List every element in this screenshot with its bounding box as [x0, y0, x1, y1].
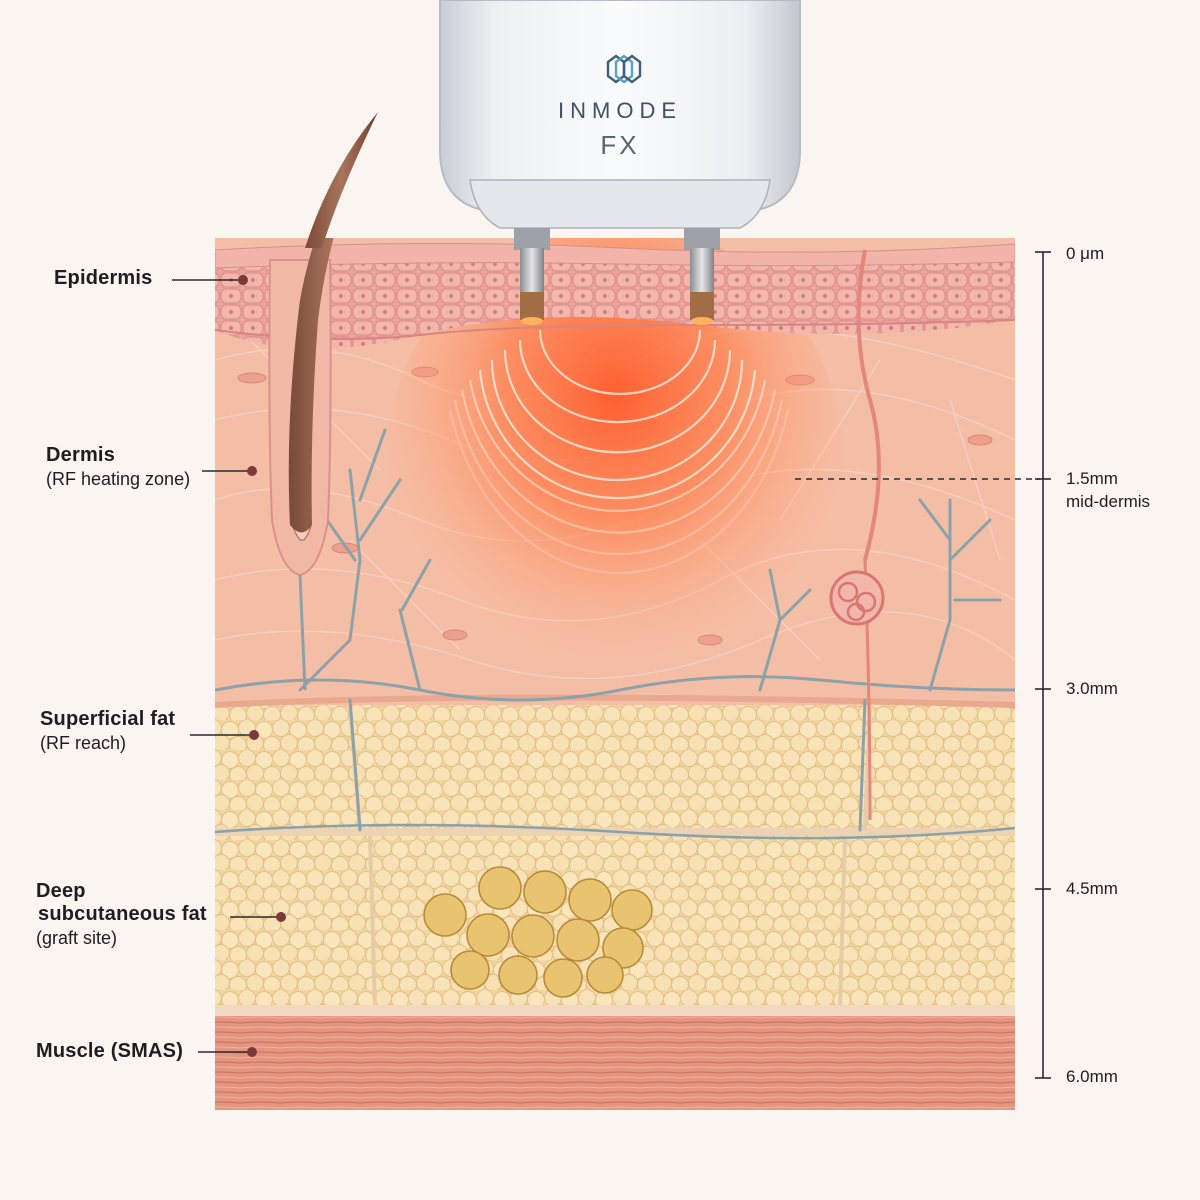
hair-tip	[305, 112, 378, 248]
stratum-corneum	[215, 242, 1015, 269]
depth-1-5mm: 1.5mm	[1066, 469, 1118, 488]
device-brand: INMODE	[558, 98, 682, 123]
superficial-fat-title: Superficial fat	[40, 708, 176, 730]
hair-shaft	[288, 238, 334, 533]
superficial-fat-layer	[215, 705, 1015, 830]
device-model: FX	[600, 130, 640, 160]
rf-handpiece-device	[439, 0, 801, 325]
depth-1-5mm-note: mid-dermis	[1066, 492, 1151, 511]
depth-6mm: 6.0mm	[1066, 1067, 1118, 1086]
superficial-fat-subtitle: (RF reach)	[40, 733, 127, 753]
deep-fat-label: Deep subcutaneous fat (graft site)	[36, 880, 207, 949]
rf-waves	[448, 329, 790, 574]
blood-vessels	[215, 428, 1015, 840]
inmode-logo-icon	[606, 54, 642, 84]
epidermis-layer	[215, 243, 1015, 349]
depth-scale	[1035, 251, 1051, 1079]
epidermis-title: Epidermis	[54, 267, 153, 289]
depth-0: 0 μm	[1066, 244, 1105, 263]
deep-fat-title-line2: subcutaneous fat	[38, 903, 207, 925]
leader-lines	[172, 275, 1040, 1057]
dermis-title: Dermis	[46, 444, 116, 466]
sweat-gland	[829, 249, 885, 821]
epidermis-label: Epidermis	[54, 267, 153, 290]
dermis-subtitle: (RF heating zone)	[46, 469, 191, 489]
deep-fat-subtitle: (graft site)	[36, 928, 118, 948]
dermis-label: Dermis (RF heating zone)	[46, 444, 190, 490]
electrode-pins	[514, 228, 720, 325]
skin-layers	[215, 238, 1015, 1110]
basement-membrane	[215, 319, 1015, 340]
superficial-fat-label: Superficial fat (RF reach)	[40, 708, 175, 754]
fat-graft-cluster	[423, 866, 653, 998]
muscle-layer	[215, 1016, 1015, 1110]
muscle-label: Muscle (SMAS)	[36, 1040, 183, 1063]
muscle-title: Muscle (SMAS)	[36, 1040, 184, 1062]
depth-4-5mm: 4.5mm	[1066, 879, 1118, 898]
depth-3mm: 3.0mm	[1066, 679, 1118, 698]
deep-fat-title-line1: Deep	[36, 880, 86, 902]
